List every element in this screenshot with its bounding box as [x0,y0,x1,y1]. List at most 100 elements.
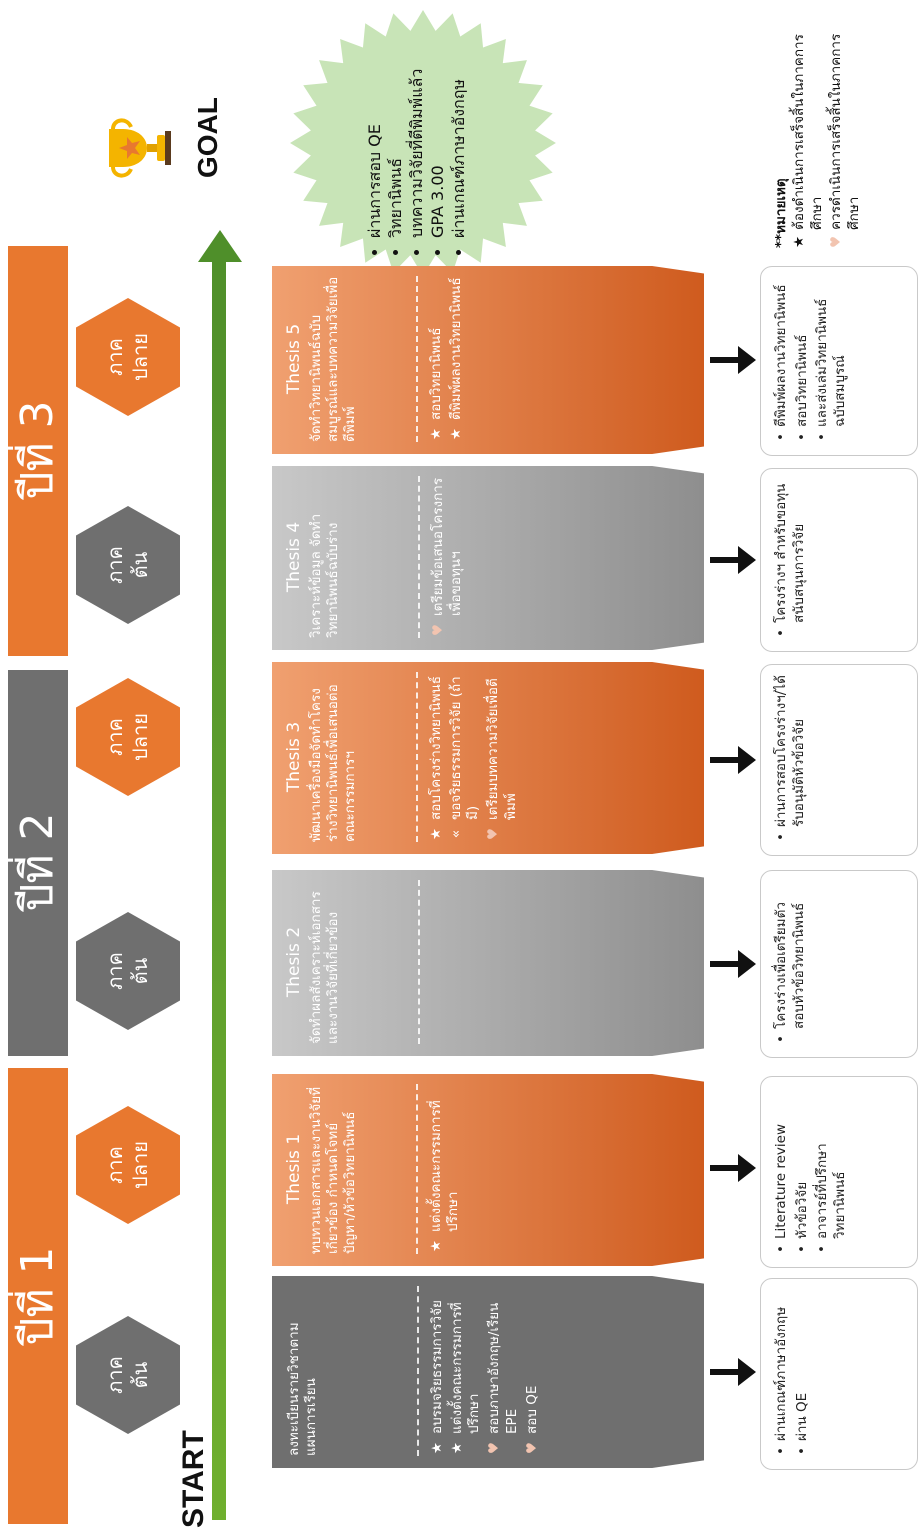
term-hex-2: ภาคปลาย [76,1106,180,1224]
phase-item: ★สอบวิทยานิพนธ์ [427,327,444,441]
phase-item: ★แต่งตั้งคณะกรรมการที่ปรึกษา [427,1100,461,1253]
phase-item: ♥สอบภาษาอังกฤษ/เรียน EPE [486,1302,520,1455]
goal-item: ผ่านเกณฑ์ภาษาอังกฤษ [448,6,469,238]
right-arrow-icon [710,950,756,978]
heart-icon: ♥ [430,623,447,637]
star-icon: ★ [447,427,464,441]
legend-item: ★ ต้องดำเนินการเสร็จสิ้นในภาคการศึกษา [791,34,826,248]
goal-item: GPA 3.00 [427,6,448,238]
phase-description: จัดทำผลสังเคราะห์เอกสาร และงานวิจัยที่เก… [307,891,342,1044]
phase-box-4: Thesis 4 วิเคราะห์ข้อมูล จัดทำวิทยานิพนธ… [272,466,704,650]
heart-icon: ♥ [523,1441,540,1455]
phase-divider [415,1084,418,1254]
goal-burst [290,10,556,276]
year-bar-2: ปีที่ 2 [8,670,68,1056]
bullet-icon: • [814,433,831,441]
bullet-icon: • [773,1245,789,1253]
result-box-3: •ผ่านการสอบโครงร่างฯ/ได้รับอนุมัติหัวข้อ… [760,664,918,856]
phase-box-0: ลงทะเบียนรายวิชาตามแผนการเรียน ★อบรมจริย… [272,1276,704,1468]
result-item: •หัวข้อวิจัย [793,1181,810,1253]
result-item: •และส่งเล่มวิทยานิพนธ์ฉบับสมบูรณ์ [814,298,848,441]
term-hex-1: ภาคต้น [76,1316,180,1434]
phase-item: ♥สอบ QE [523,1385,540,1455]
phase-box-3: Thesis 3 พัฒนาเครื่องมือจัดทำโครงร่างวิท… [272,662,704,854]
term-hex-label: ภาคปลาย [103,713,152,761]
term-hex-label: ภาคต้น [102,952,152,990]
phase-item: «ขอจริยธรรมการวิจัย (ถ้ามี) [448,672,483,842]
legend-item: ♥ ควรดำเนินการเสร็จสิ้นในภาคการศึกษา [827,33,862,248]
right-arrow-icon [710,546,756,574]
bullet-icon: • [793,1447,810,1455]
result-item: •อาจารย์ที่ปรึกษาวิทยานิพนธ์ [814,1143,848,1253]
right-arrow-icon [710,346,756,374]
result-item: •ผ่านเกณฑ์ภาษาอังกฤษ [773,1306,789,1455]
right-arrow-icon [710,746,756,774]
phase-description: จัดทำวิทยานิพนธ์ฉบับสมบูรณ์และบทความวิจั… [307,276,359,442]
bullet-icon: • [793,433,810,441]
phase-item: ★แต่งตั้งคณะกรรมการที่ปรึกษา [448,1302,483,1455]
goal-item: วิทยานิพนธ์ [385,6,406,238]
goal-item: ผ่านการสอบ QE [364,6,385,238]
result-item: •ตีพิมพ์ผลงานวิทยานิพนธ์ [773,284,789,441]
phase-divider [418,476,421,638]
year-label-3: ปีที่ 3 [12,400,63,500]
bullet-icon: • [773,629,789,637]
term-hex-4: ภาคปลาย [76,678,180,796]
chevron-icon: « [447,829,464,839]
legend-title: **หมายเหตุ [773,178,789,248]
term-hex-3: ภาคต้น [76,912,180,1030]
phase-description: พัฒนาเครื่องมือจัดทำโครงร่างวิทยานิพนธ์เ… [307,684,359,842]
result-item: •Literature review [773,1123,789,1253]
phase-description: ทบทวนเอกสารและงานวิจัยที่เกี่ยวข้อง กำหน… [307,1086,359,1254]
right-arrow-icon [710,1358,756,1386]
bullet-icon: • [814,1245,831,1253]
phase-item: ★อบรมจริยธรรมการวิจัย [428,1300,445,1455]
year-bar-3: ปีที่ 3 [8,246,68,656]
right-arrow-icon [710,1154,756,1182]
legend: **หมายเหตุ ★ ต้องดำเนินการเสร็จสิ้นในภาค… [772,2,918,248]
result-item: •ผ่าน QE [793,1392,810,1455]
phase-title: Thesis 3 [284,721,304,793]
heart-icon: ♥ [485,827,502,841]
goal-label: GOAL [192,97,223,178]
term-hex-label: ภาคต้น [102,1356,152,1394]
goal-item: บทความวิจัยที่ตีพิมพ์แล้ว [406,6,427,238]
star-icon: ★ [791,235,808,248]
phase-box-5: Thesis 5 จัดทำวิทยานิพนธ์ฉบับสมบูรณ์และบ… [272,266,704,454]
year-bar-1: ปีที่ 1 [8,1068,68,1524]
phase-item: ★ตีพิมพ์ผลงานวิทยานิพนธ์ [447,277,464,441]
result-item: •โครงร่างเพื่อเตรียมตัวสอบหัวข้อวิทยานิพ… [773,902,807,1043]
result-item: •สอบวิทยานิพนธ์ [793,334,810,441]
star-icon: ★ [427,827,444,841]
result-box-5: •ตีพิมพ์ผลงานวิทยานิพนธ์ •สอบวิทยานิพนธ์… [760,266,918,456]
phase-divider [416,1286,419,1456]
result-box-0: •ผ่านเกณฑ์ภาษาอังกฤษ •ผ่าน QE [760,1278,918,1470]
star-icon: ★ [427,1239,444,1253]
term-hex-5: ภาคต้น [76,506,180,624]
year-label-2: ปีที่ 2 [12,812,63,912]
heart-icon: ♥ [827,235,844,248]
term-hex-label: ภาคปลาย [103,1141,152,1189]
bullet-icon: • [793,1245,810,1253]
phase-title: Thesis 1 [284,1133,304,1205]
phase-item: ★สอบโครงร่างวิทยานิพนธ์ [427,675,444,841]
phase-box-1: Thesis 1 ทบทวนเอกสารและงานวิจัยที่เกี่ยว… [272,1074,704,1266]
phase-item: ♥เตรียมข้อเสนอโครงการเพื่อขอทุนฯ [430,477,464,637]
result-box-2: •โครงร่างเพื่อเตรียมตัวสอบหัวข้อวิทยานิพ… [760,870,918,1058]
trophy-icon [109,118,171,178]
timeline-arrow [198,230,242,1520]
bullet-icon: • [773,1447,789,1455]
heart-icon: ♥ [486,1441,503,1455]
year-label-1: ปีที่ 1 [12,1246,63,1346]
phase-description: วิเคราะห์ข้อมูล จัดทำวิทยานิพนธ์ฉบับร่าง [307,513,342,638]
star-icon: ★ [448,1441,465,1455]
phase-divider [415,276,418,442]
bullet-icon: • [773,433,789,441]
term-hex-6: ภาคปลาย [76,298,180,416]
phase-box-2: Thesis 2 จัดทำผลสังเคราะห์เอกสาร และงานว… [272,870,704,1056]
term-hex-label: ภาคปลาย [103,333,152,381]
star-icon: ★ [428,1441,445,1455]
goal-list: ผ่านการสอบ QE วิทยานิพนธ์ บทความวิจัยที่… [364,6,524,256]
result-item: •โครงร่างฯ สำหรับขอทุนสนับสนุนการวิจัย [773,483,807,637]
